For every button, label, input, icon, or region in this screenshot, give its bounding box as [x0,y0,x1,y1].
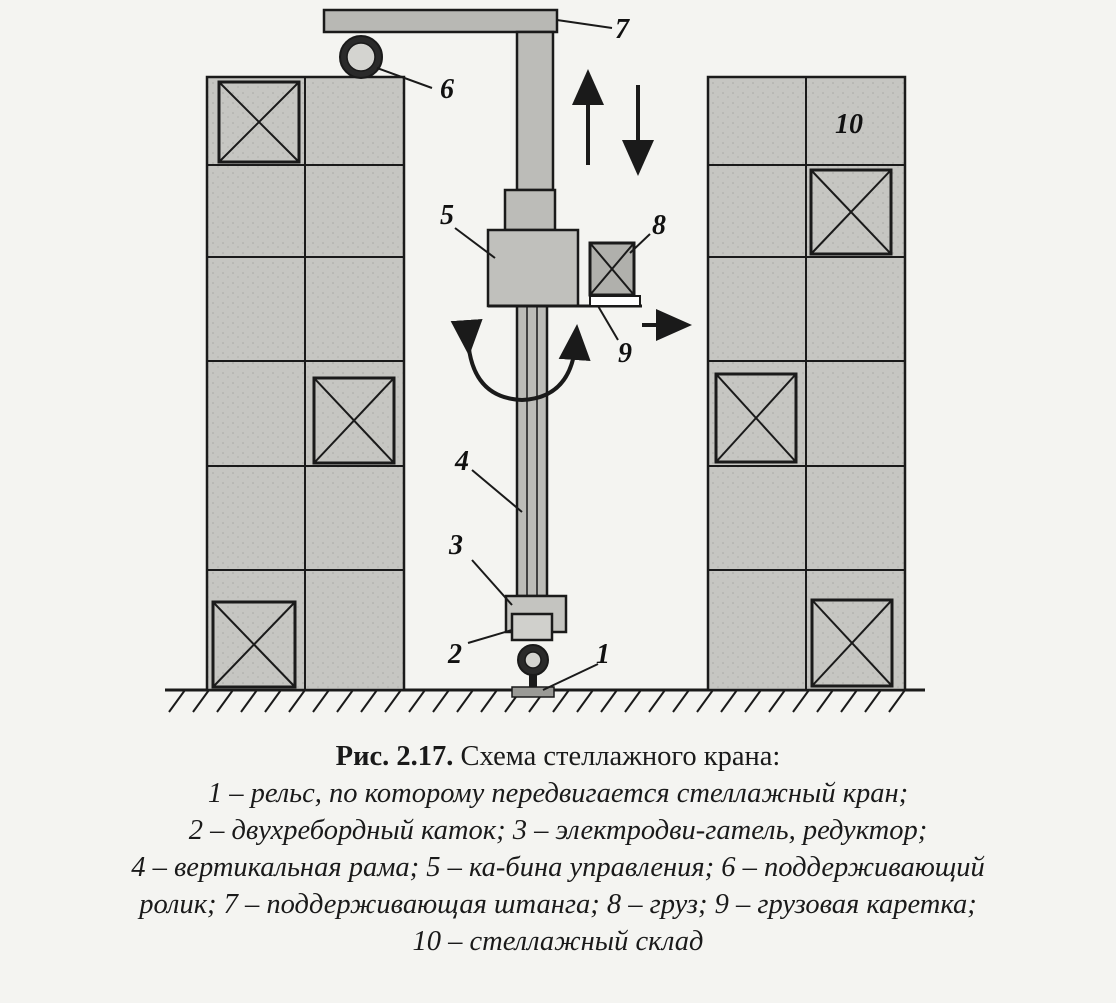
cargo-box [809,168,893,256]
cargo-box [810,598,894,688]
ground-hatch-line [840,689,858,713]
ground-hatch-line [792,689,810,713]
ground-hatch-line [768,689,786,713]
ground-hatch-line [720,689,738,713]
ground-hatch-line [408,689,426,713]
caption-legend-line: ролик; 7 – поддерживающая штанга; 8 – гр… [139,889,977,920]
caption-legend-line: 4 – вертикальная рама; 5 – ка-бина управ… [131,852,985,883]
cargo-box [217,80,301,164]
ground-hatch-line [360,689,378,713]
ground-hatch-line [624,689,642,713]
caption-legend-line: 10 – стеллажный склад [412,926,704,957]
ground-hatch-line [480,689,498,713]
cargo-box [312,376,396,465]
ground-hatch-line [312,689,330,713]
label-8: 8 [652,210,666,241]
figure-caption: Рис. 2.17. Схема стеллажного крана: 1 – … [0,738,1116,960]
ground-hatch-line [168,689,186,713]
label-6: 6 [440,74,454,105]
label-1: 1 [596,639,610,670]
caption-legend-line: 1 – рельс, по которому передвигается сте… [207,778,909,809]
ground-hatch-line [336,689,354,713]
rotation-arrow-icon [450,318,591,403]
label-3: 3 [448,530,463,561]
label-10: 10 [835,109,863,140]
ground-hatch-line [432,689,450,713]
ground-hatch-line [744,689,762,713]
ground-hatch-line [384,689,402,713]
label-7: 7 [615,14,630,45]
ground-hatch-line [864,689,882,713]
ground-hatch-line [288,689,306,713]
label-9: 9 [618,338,632,369]
rack-right [706,75,907,692]
rail [511,675,555,698]
leader-lines [376,19,651,691]
label-5: 5 [440,200,454,231]
ground-hatch-line [456,689,474,713]
motor-reducer [504,594,568,642]
ground-hatch-line [600,689,618,713]
label-2: 2 [447,639,462,670]
ground-hatch-line [648,689,666,713]
ground-hatch-line [576,689,594,713]
vertical-frame [503,30,557,598]
rack-left [205,75,406,692]
caption-title-line: Рис. 2.17. Схема стеллажного крана: [0,738,1116,775]
ground-hatch-line [240,689,258,713]
label-4: 4 [454,446,469,477]
cargo-box [211,600,297,689]
ground-hatch-line [816,689,834,713]
ground-hatch-line [264,689,282,713]
ground-hatch-line [888,689,906,713]
ground-hatch-line [216,689,234,713]
caption-legend-line: 2 – двухребордный каток; 3 – электродви-… [188,815,928,846]
ground-hatch-line [552,689,570,713]
cargo [588,241,636,297]
stacker-crane-diagram: 7 6 5 8 9 4 3 2 1 10 [165,8,925,713]
ground-hatch-line [696,689,714,713]
figure-title: Схема стеллажного крана: [460,741,781,772]
ground-hatch-line [672,689,690,713]
ground-hatch-line [192,689,210,713]
figure-number: Рис. 2.17. [335,741,454,772]
control-cabin [486,228,580,308]
double-flange-wheel [517,644,549,676]
support-bar [322,8,559,34]
support-roller [339,35,383,79]
cargo-box [714,372,798,464]
